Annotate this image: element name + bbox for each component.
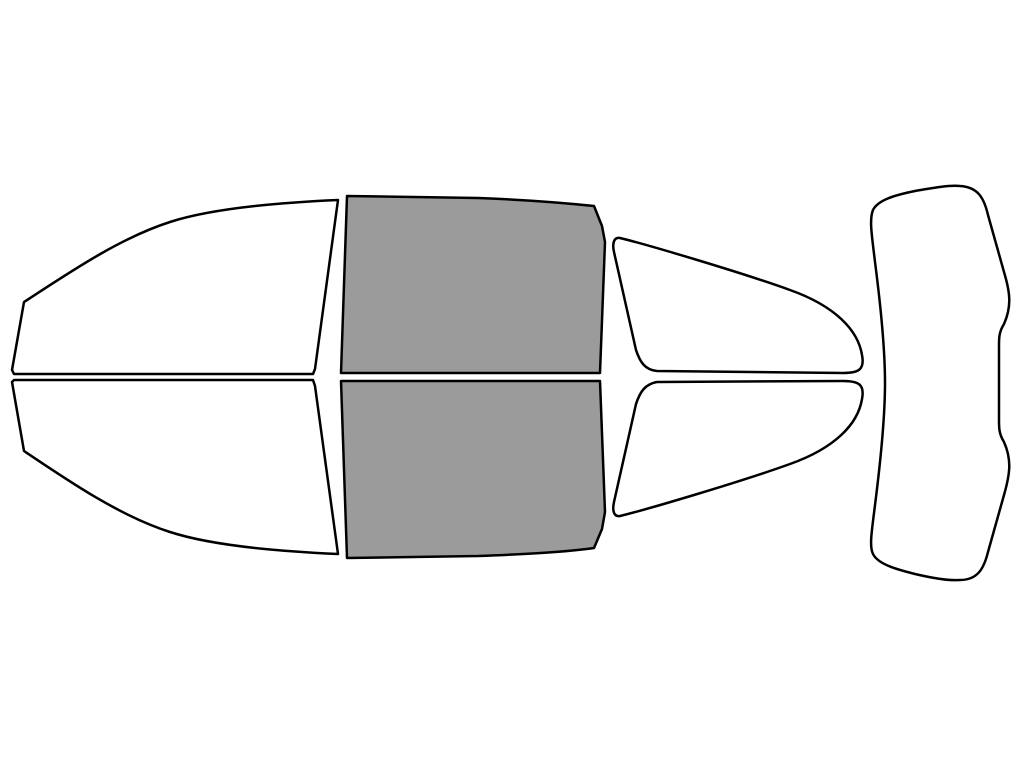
front-windshield-upper-half[interactable] (10, 198, 340, 376)
front-door-window-upper[interactable] (339, 194, 607, 375)
rear-window[interactable] (869, 184, 1011, 582)
front-windshield-lower-half[interactable] (10, 378, 340, 556)
rear-door-window-upper[interactable] (612, 236, 864, 375)
front-door-window-lower[interactable] (339, 379, 607, 560)
rear-door-window-lower[interactable] (612, 379, 864, 518)
